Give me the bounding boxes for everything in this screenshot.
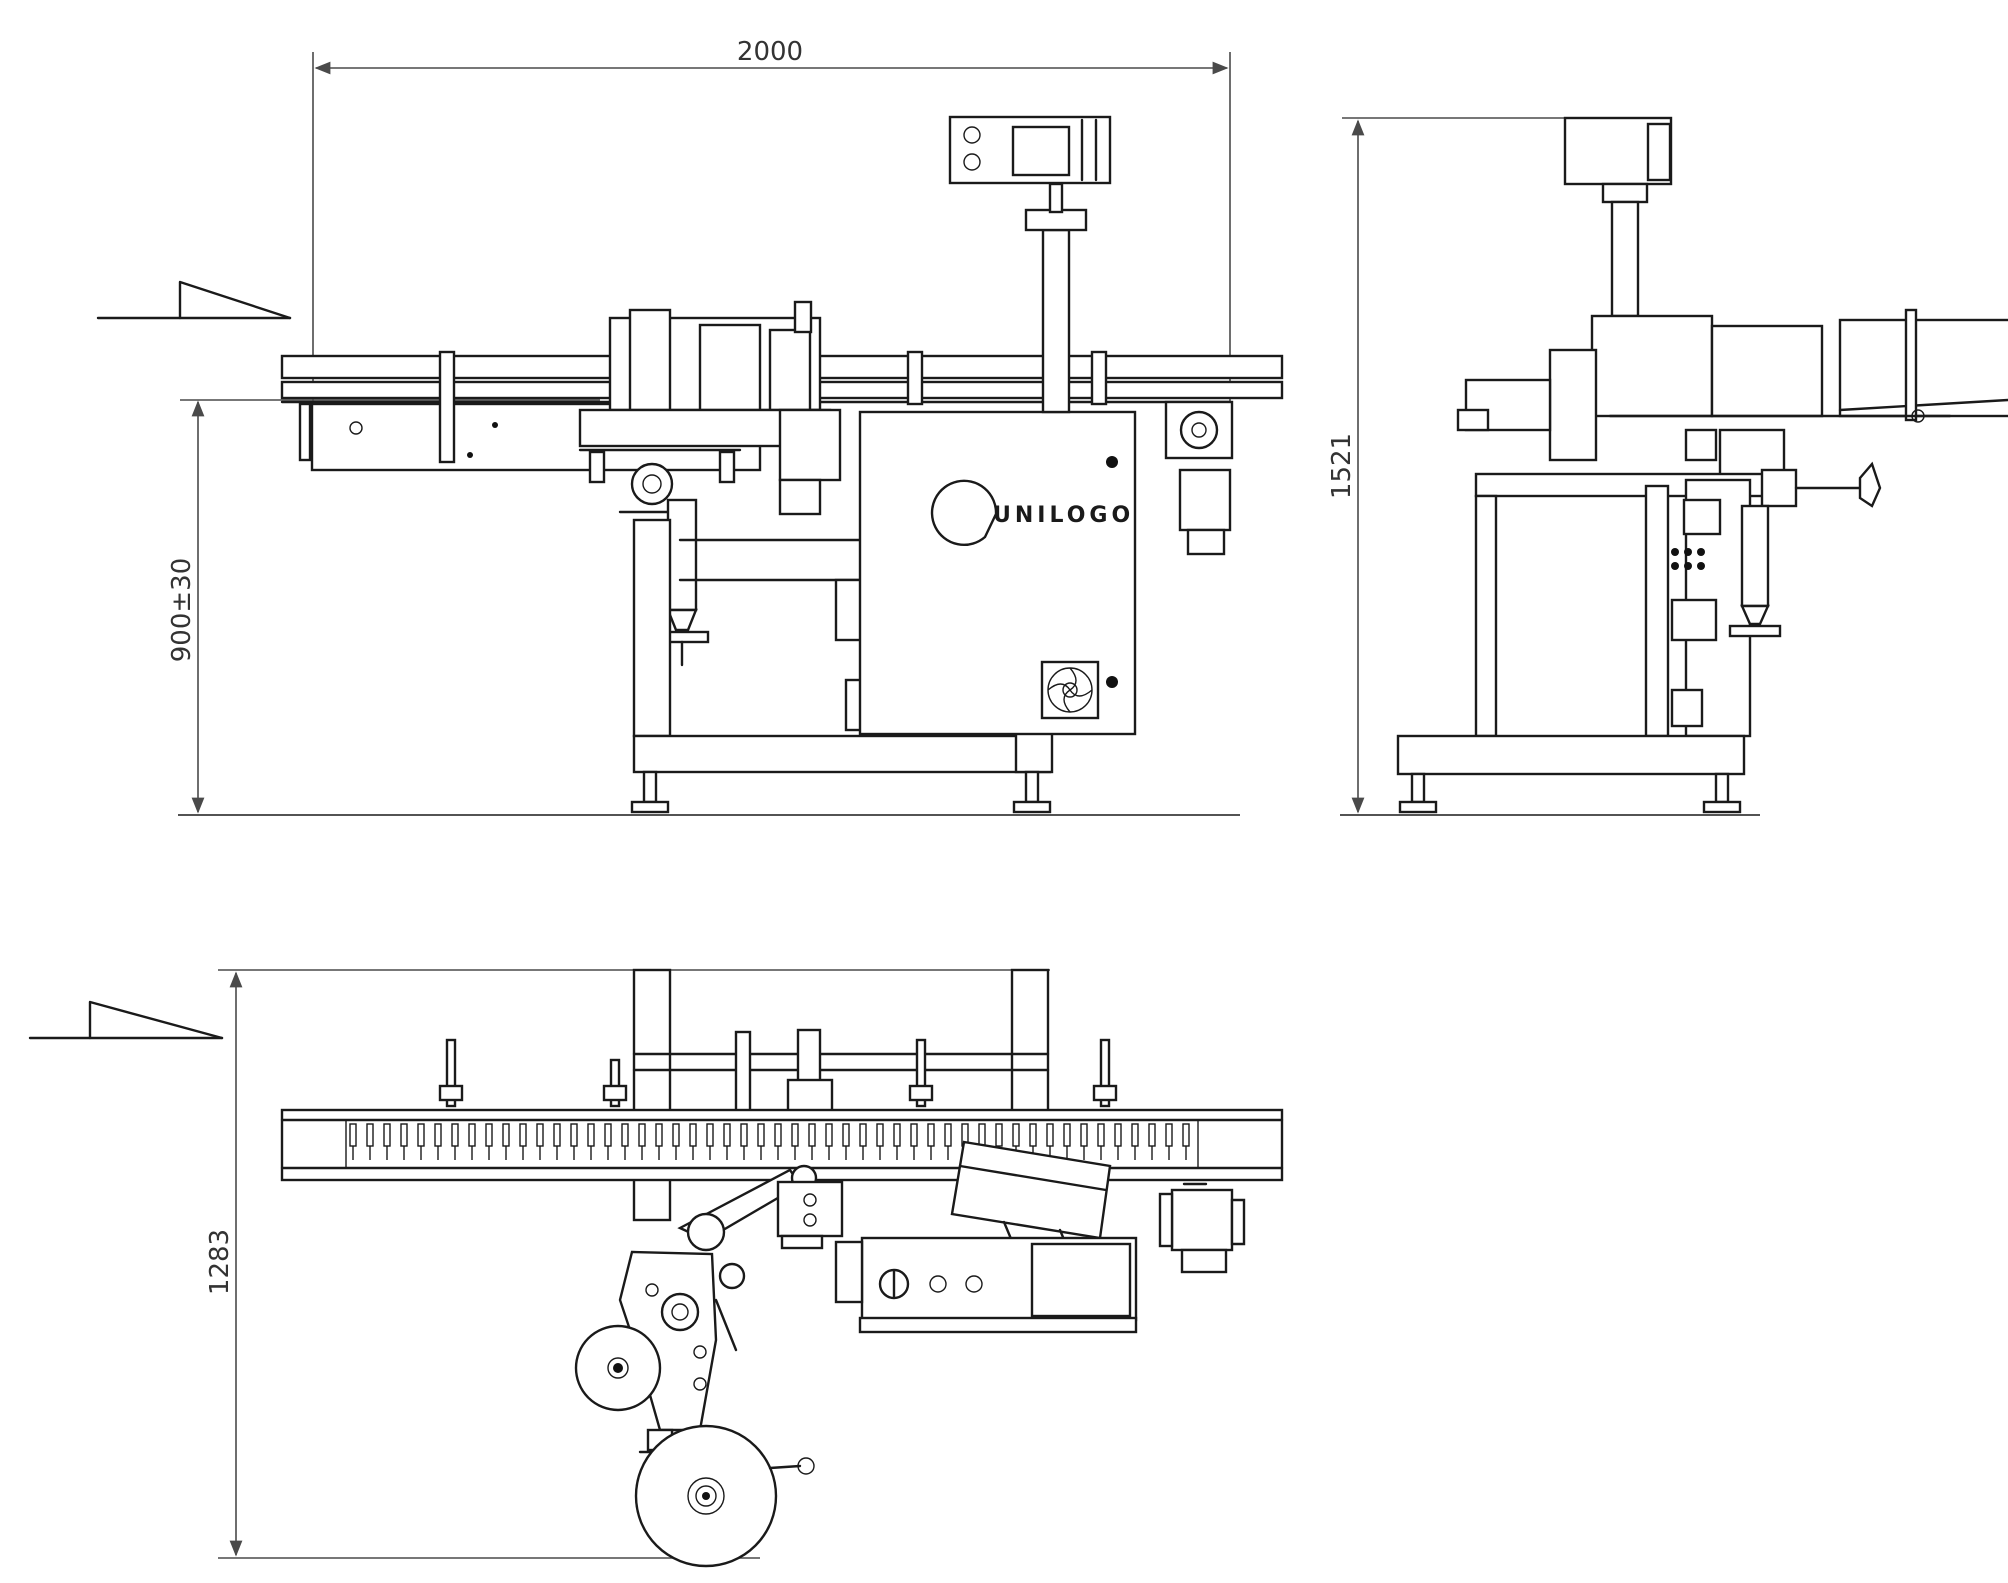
top-view: 1283 xyxy=(28,968,1284,1568)
label-applicator-top xyxy=(677,1164,844,1252)
hand-wheel-front xyxy=(618,462,682,514)
dimension-label-2000: 2000 xyxy=(737,37,803,67)
control-pole-side xyxy=(1610,200,1640,318)
dimension-front-length: 2000 xyxy=(312,37,1231,470)
feet-side xyxy=(1398,772,1742,814)
control-pole-front xyxy=(1024,182,1088,414)
electrical-cabinet-top xyxy=(834,1236,1138,1334)
dimension-side-height: 1521 xyxy=(1327,117,1565,814)
dimension-label-1283: 1283 xyxy=(205,1229,235,1295)
dimension-top-depth: 1283 xyxy=(205,969,1050,1559)
logo-text: UNILOGO xyxy=(993,503,1134,528)
side-view: 1521 xyxy=(1327,116,2008,816)
fan-icon xyxy=(1040,660,1100,720)
label-reel-small xyxy=(574,1324,662,1412)
dimension-label-900: 900±30 xyxy=(167,558,197,663)
base-frame-side xyxy=(1396,461,1882,776)
hmi-screen xyxy=(1011,125,1071,177)
flow-direction-symbol-top xyxy=(28,1000,224,1040)
conveyor-slats xyxy=(349,1123,1190,1160)
electrical-cabinet: UNILOGO xyxy=(858,410,1137,736)
rail-brackets xyxy=(298,350,1108,464)
hmi-panel-front xyxy=(948,115,1112,185)
drive-motor-front xyxy=(1164,400,1234,556)
dimension-label-1521: 1521 xyxy=(1327,433,1357,499)
base-frame-front xyxy=(632,518,1054,774)
drive-motor-top xyxy=(1158,1182,1246,1274)
label-reel-large xyxy=(634,1424,815,1568)
feet-front xyxy=(630,770,1052,814)
logo-mark: UNILOGO xyxy=(930,479,1134,547)
support-column-side xyxy=(1740,504,1770,608)
dimension-front-height: 900±30 xyxy=(167,399,600,814)
labeling-head-front xyxy=(578,300,842,516)
front-view: 2000 900±30 xyxy=(96,37,1284,816)
support-column-front xyxy=(654,498,710,667)
labeling-heads-side xyxy=(1456,308,2008,482)
flow-direction-symbol xyxy=(96,280,292,320)
rear-post-left xyxy=(632,968,672,1222)
